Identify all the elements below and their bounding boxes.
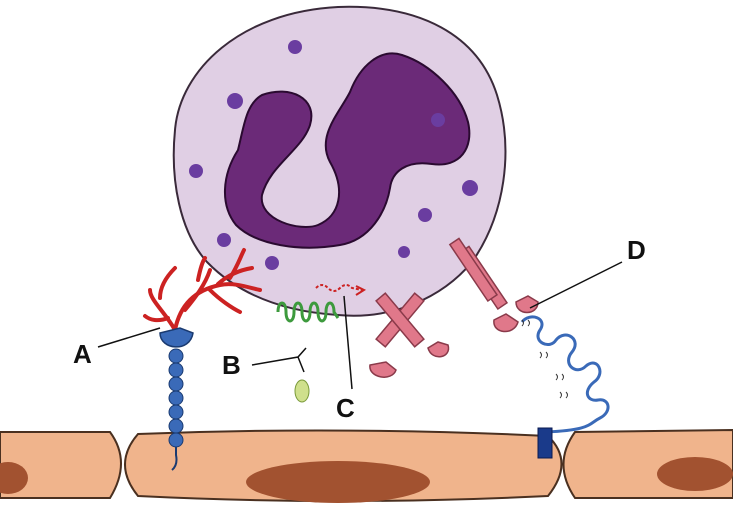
cam-loops [520, 315, 610, 434]
chemokine-oval [294, 379, 310, 403]
leader-lines [97, 261, 623, 390]
granule [462, 180, 478, 196]
granule [418, 208, 432, 222]
membrane-signal-c [315, 284, 363, 292]
label-b: B [222, 350, 241, 380]
neutrophil [172, 5, 507, 317]
molecule-a [143, 248, 262, 471]
granule [398, 246, 410, 258]
endothelium-layer [0, 428, 733, 503]
label-c: C [336, 393, 355, 423]
leader-line-d [529, 261, 623, 309]
leader-line-b [251, 347, 307, 373]
granule [227, 93, 243, 109]
neutrophil-nucleus [224, 52, 471, 249]
granule [288, 40, 302, 54]
cam-anchor [537, 427, 553, 459]
selectin-ligand-branches [143, 248, 262, 332]
endothelial-nucleus-right [657, 457, 733, 491]
endothelial-nucleus-left [0, 462, 28, 494]
membrane-signal-arrowhead [355, 285, 367, 296]
granule [265, 256, 279, 270]
endothelial-nucleus-middle [246, 461, 430, 503]
molecule-b [276, 301, 340, 403]
integrin-left [369, 292, 450, 378]
chemokine-receptor [276, 301, 340, 323]
leader-line-a [97, 327, 161, 348]
integrin-right [448, 237, 539, 333]
selectin-cup [159, 327, 194, 348]
molecule-d [520, 315, 610, 459]
granule [217, 233, 231, 247]
label-d: D [627, 235, 646, 265]
selectin-stalk [171, 352, 178, 471]
leader-line-c [343, 295, 353, 390]
disulfide-marks [521, 319, 568, 399]
endothelial-cell-left [0, 431, 122, 499]
granule [431, 113, 445, 127]
granules [189, 40, 478, 270]
granule [189, 164, 203, 178]
selectin-beads [168, 348, 184, 448]
label-a: A [73, 339, 92, 369]
nucleus-inner-spot [305, 173, 321, 191]
